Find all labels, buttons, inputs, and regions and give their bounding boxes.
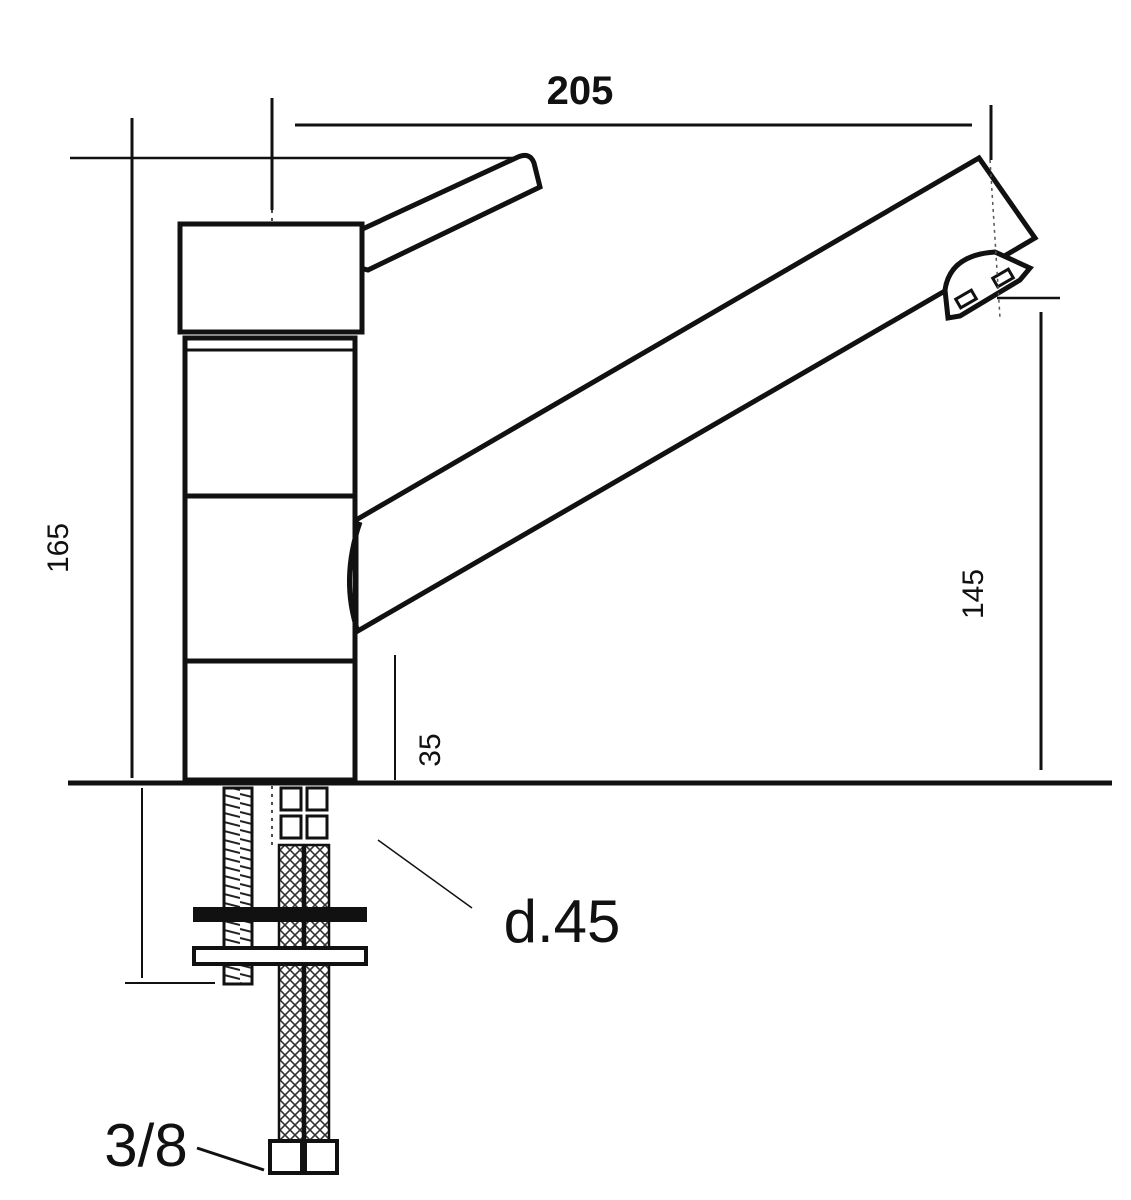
- supply-hose-left: [277, 843, 305, 1147]
- body-cap: [177, 221, 365, 335]
- hose-nut-right: [303, 1139, 339, 1175]
- hole-diameter-label: d.45: [504, 888, 621, 955]
- total-height-label: 165: [42, 523, 75, 573]
- mounting-washer: [193, 907, 367, 922]
- spout-joint: [346, 521, 363, 633]
- aerator-slot-left: [953, 288, 979, 310]
- aerator-axis: [989, 159, 1001, 319]
- supply-hose-right: [303, 843, 331, 1147]
- connector-block-3: [279, 814, 303, 840]
- mounting-hardware: [192, 786, 368, 1175]
- spout-height-label: 145: [957, 569, 990, 619]
- hose-nut-left: [268, 1139, 304, 1175]
- aerator-slot-right: [990, 267, 1016, 289]
- body-column: [182, 335, 358, 783]
- thread-leader-line: [196, 1146, 265, 1172]
- mounting-plate: [192, 946, 368, 966]
- width-dimension-label: 205: [547, 69, 614, 113]
- diameter-leader-line: [377, 839, 473, 909]
- base-height-label: 35: [414, 733, 447, 766]
- lever-handle: [353, 153, 543, 273]
- connector-block-1: [279, 786, 303, 812]
- faucet: [177, 153, 1039, 783]
- thread-size-label: 3/8: [104, 1112, 187, 1179]
- connector-block-4: [305, 814, 329, 840]
- aerator: [942, 249, 1035, 321]
- connector-block-2: [305, 786, 329, 812]
